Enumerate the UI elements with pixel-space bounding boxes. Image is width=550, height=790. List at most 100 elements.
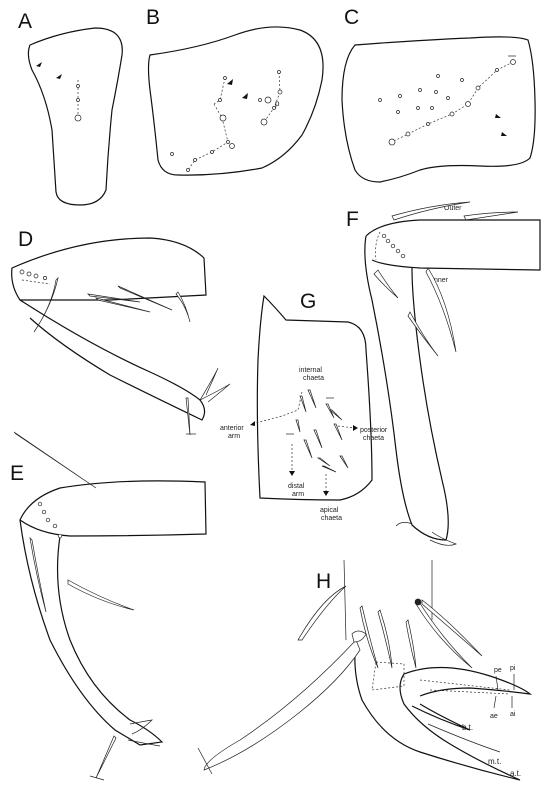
panel-h-seta <box>203 639 361 771</box>
panel-label-f: F <box>346 208 359 231</box>
panel-label-e: E <box>10 462 24 485</box>
panel-d-seta <box>86 293 141 303</box>
panel-f: F Outer Inner <box>346 201 541 546</box>
panel-h-label-ae: ae <box>490 713 498 720</box>
panel-g-label-posterior: posterior <box>360 427 388 434</box>
panel-h-seta <box>415 599 473 669</box>
panel-e-seta <box>13 431 97 489</box>
panel-c-seta-line <box>391 61 514 143</box>
panel-f-label-outer: Outer <box>444 205 462 212</box>
panel-h-empodium <box>403 666 533 697</box>
panel-b-arrow-icon <box>227 79 233 85</box>
panel-d-femur <box>11 237 207 301</box>
panel-c-outline <box>341 36 536 183</box>
panel-g-label-distal: distal <box>288 483 305 490</box>
panel-f-label-inner: Inner <box>432 277 449 284</box>
panel-f-seta <box>425 267 457 353</box>
panel-a: A <box>18 10 123 206</box>
panel-f-seta <box>463 211 519 221</box>
panel-h-empodium-line <box>419 679 511 695</box>
panel-g-chaeta <box>316 457 331 467</box>
panel-g-leader <box>251 391 303 425</box>
panel-d-claw <box>199 383 231 403</box>
panel-d-seta <box>175 291 191 323</box>
panel-a-outline <box>27 27 123 206</box>
panel-label-b: B <box>146 6 160 29</box>
panel-h-label-mt: m.t. <box>488 757 501 766</box>
panel-h-outline-dash <box>371 661 405 691</box>
panel-e: E <box>10 431 207 781</box>
panel-b-seta-line <box>187 77 229 171</box>
panel-d-claw <box>199 367 219 401</box>
panel-b-arrow-icon <box>242 93 248 99</box>
panel-g-label-internal: internal <box>299 367 322 374</box>
panel-g-chaeta <box>329 409 343 421</box>
panel-d-seta <box>117 285 173 311</box>
panel-h-seta <box>297 585 347 641</box>
panel-h-claw-body <box>354 639 521 781</box>
panel-f-seta <box>373 269 399 299</box>
panel-h-claw-line <box>427 723 501 753</box>
panel-c-arrow-icon <box>501 132 507 136</box>
panel-h-label-pi: pi <box>510 665 516 672</box>
panel-label-a: A <box>18 10 32 33</box>
panel-f-seta <box>407 311 439 357</box>
panel-h-label-ai: ai <box>510 711 516 718</box>
panel-label-c: C <box>344 6 359 29</box>
panel-b-outline <box>147 26 324 176</box>
panel-e-claw <box>127 719 161 747</box>
panel-g-chaeta <box>339 455 349 469</box>
panel-d-seta <box>94 297 151 313</box>
panel-g-label-arm: arm <box>228 433 240 440</box>
panel-d: D <box>11 228 231 436</box>
panel-h: H pe pi ae ai b.t. m.t. a.t. <box>197 559 533 781</box>
panel-h-label-bt: b.t. <box>462 723 473 732</box>
panel-h-label-pe: pe <box>494 667 502 674</box>
panel-h-socket <box>351 630 367 643</box>
panel-g-leader <box>337 425 356 429</box>
panel-h-seta <box>359 605 379 669</box>
panel-g-label-arm: arm <box>292 491 304 498</box>
panel-f-claw <box>395 522 457 546</box>
panel-h-seta <box>377 609 393 669</box>
panel-g-label-chaeta: chaeta <box>363 435 384 442</box>
panel-e-seta <box>29 536 47 613</box>
panel-e-seta-tip <box>89 775 105 781</box>
panel-f-seta <box>391 201 471 221</box>
panel-e-femur <box>19 480 207 537</box>
panel-h-label-at: a.t. <box>510 769 521 778</box>
panel-d-seta-line <box>21 279 51 285</box>
panel-label-g: G <box>300 290 316 313</box>
panel-b-label-p: p <box>275 99 280 108</box>
panel-g-chaeta <box>313 429 323 449</box>
panel-h-pointer <box>493 674 515 709</box>
panel-d-seta <box>33 276 59 333</box>
panel-g-label-apical: apical <box>320 507 339 514</box>
panel-h-claw-inner <box>411 703 471 731</box>
panel-g-outline <box>256 294 373 501</box>
panel-e-tibia <box>19 519 164 746</box>
panel-f-tibia <box>364 235 449 541</box>
panel-g-label-chaeta: chaeta <box>303 375 324 382</box>
panel-g-label-anterior: anterior <box>220 425 244 432</box>
panel-f-seta-line <box>375 231 381 261</box>
panel-g-chaeta <box>321 465 337 473</box>
panel-a-arrow-icon <box>56 74 62 79</box>
panel-h-seta <box>421 599 483 657</box>
panel-h-seta <box>405 619 417 669</box>
panel-g-chaeta <box>307 389 317 409</box>
panel-e-seta <box>67 579 135 611</box>
panel-g-chaeta <box>333 423 343 441</box>
panel-a-arrow-icon <box>36 62 42 67</box>
panel-g: G internal chaeta anterior arm posterior… <box>220 290 388 522</box>
panel-g-chaeta <box>303 439 313 459</box>
panel-e-seta <box>95 735 117 779</box>
panel-f-femur <box>365 219 541 271</box>
panel-b-seta-line <box>263 71 281 123</box>
panel-g-chaeta <box>299 395 307 413</box>
panel-d-tibia <box>19 299 206 421</box>
panel-label-d: D <box>18 228 33 251</box>
panel-label-h: H <box>316 570 331 593</box>
panel-h-seta-base <box>414 598 422 606</box>
